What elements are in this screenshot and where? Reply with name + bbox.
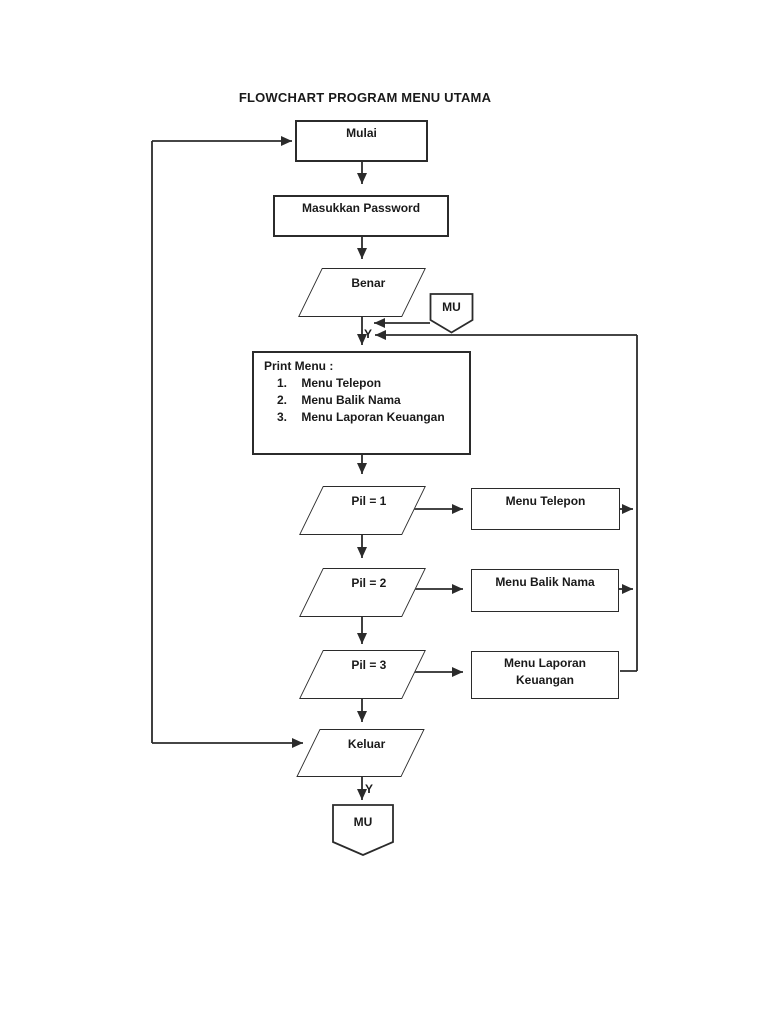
node-menu-laporan-line1: Menu Laporan: [503, 656, 586, 670]
page-title: FLOWCHART PROGRAM MENU UTAMA: [238, 90, 492, 105]
node-menu-balik-nama-label: Menu Balik Nama: [495, 575, 595, 589]
print-menu-item-2-number: 2.: [277, 393, 288, 407]
node-menu-laporan-keuangan: Menu Laporan Keuangan: [471, 651, 619, 699]
offpage-connector-top-label: MU: [442, 300, 461, 314]
node-menu-balik-nama: Menu Balik Nama: [471, 569, 619, 612]
offpage-connector-top-shape: [429, 293, 474, 334]
node-print-menu: Print Menu : 1. Menu Telepon 2. Menu Bal…: [252, 351, 471, 455]
node-menu-telepon: Menu Telepon: [471, 488, 620, 530]
offpage-connector-bottom-label: MU: [353, 815, 373, 829]
node-pil-1-label: Pil = 1: [351, 494, 387, 508]
node-benar-label: Benar: [351, 276, 386, 290]
node-masukkan-password: Masukkan Password: [273, 195, 449, 237]
print-menu-item-3-number: 3.: [277, 410, 288, 424]
print-menu-heading: Print Menu :: [264, 359, 334, 373]
print-menu-item-2-label: Menu Balik Nama: [301, 393, 401, 407]
node-menu-telepon-label: Menu Telepon: [505, 494, 586, 508]
node-keluar-label: Keluar: [347, 737, 386, 751]
print-menu-item-2: 2. Menu Balik Nama: [277, 392, 469, 409]
node-mulai: Mulai: [295, 120, 428, 162]
node-pil-2-label: Pil = 2: [351, 576, 387, 590]
print-menu-item-1-number: 1.: [277, 376, 288, 390]
node-menu-laporan-line2: Keuangan: [515, 673, 574, 687]
print-menu-item-3: 3. Menu Laporan Keuangan: [277, 409, 469, 426]
print-menu-item-1: 1. Menu Telepon: [277, 375, 469, 392]
offpage-connector-bottom-shape: [332, 804, 394, 856]
node-pil-3-label: Pil = 3: [351, 658, 387, 672]
edge-label-y-top: Y: [364, 327, 373, 341]
print-menu-item-1-label: Menu Telepon: [301, 376, 382, 390]
node-mulai-label: Mulai: [346, 126, 377, 140]
print-menu-item-3-label: Menu Laporan Keuangan: [301, 410, 445, 424]
edge-label-y-bottom: Y: [365, 782, 374, 796]
node-masukkan-password-label: Masukkan Password: [301, 201, 421, 215]
